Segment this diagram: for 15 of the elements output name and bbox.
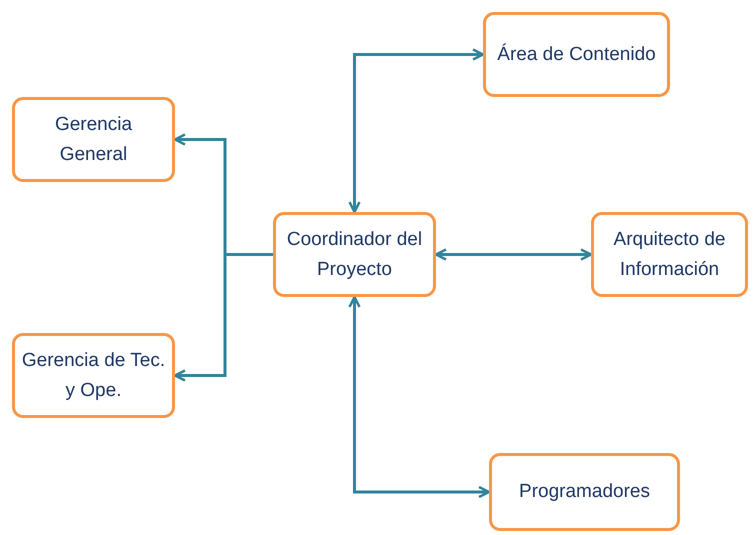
connector-arrow [434,248,592,261]
process-box [483,12,670,97]
process-box [591,212,748,297]
box-label: Programadores [519,480,650,504]
box-label: Área de Contenido [497,42,656,66]
process-box [489,453,680,531]
box-label: Gerencia de Tec. y Ope. [21,348,166,402]
process-box [12,97,175,182]
box-label: Coordinador del Proyecto [286,228,424,282]
process-box [273,212,436,297]
connector-arrow [348,296,490,498]
process-box [12,333,175,418]
box-label: Gerencia General [54,112,134,166]
box-label: Arquitecto de Información [612,228,726,282]
connector-arrow [348,48,484,214]
